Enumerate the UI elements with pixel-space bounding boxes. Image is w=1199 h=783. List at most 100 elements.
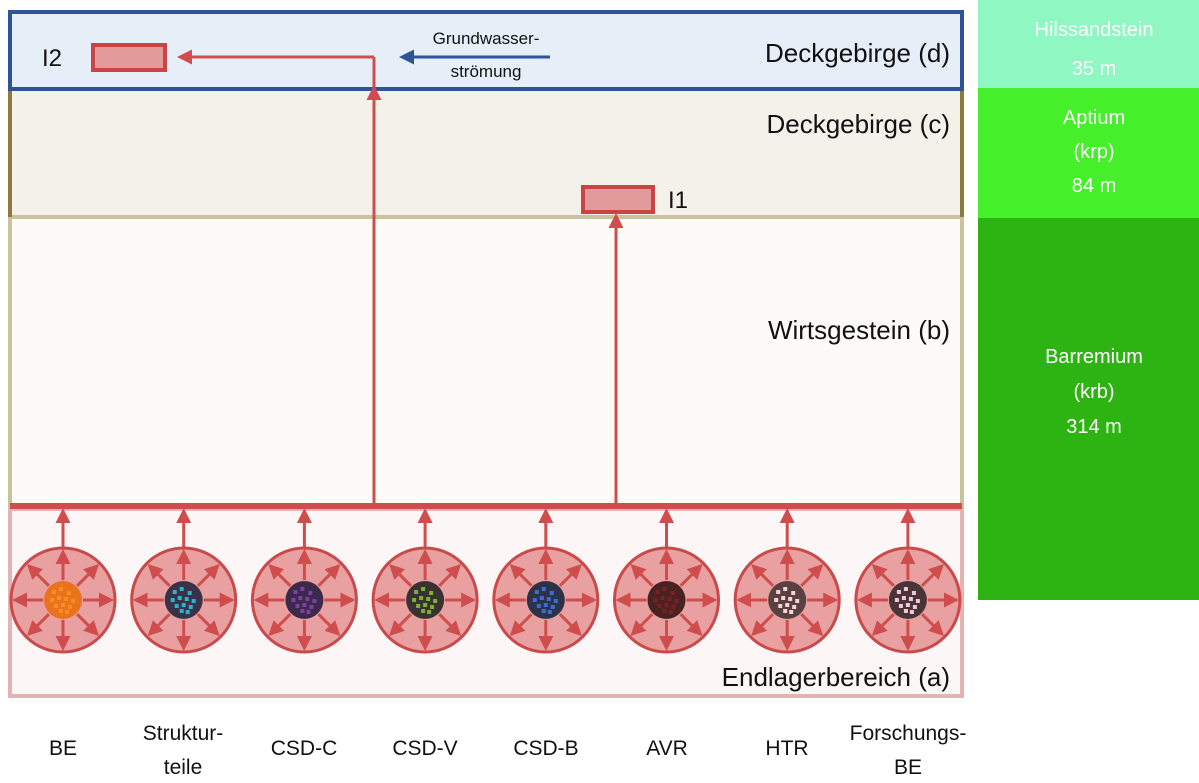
radial-release-arrow bbox=[268, 563, 292, 587]
radial-release-arrow bbox=[317, 613, 341, 637]
layer-d-overburden bbox=[8, 10, 964, 91]
container-6 bbox=[613, 508, 720, 654]
waste-particle bbox=[532, 598, 537, 602]
waste-particle bbox=[911, 591, 916, 595]
radial-release-arrow bbox=[751, 563, 775, 587]
container-core bbox=[44, 581, 82, 619]
waste-particle bbox=[293, 590, 298, 594]
stratum-aptium-box bbox=[978, 88, 1199, 218]
container-7 bbox=[733, 508, 841, 654]
category-label-htr: HTR bbox=[765, 737, 808, 760]
waste-particle bbox=[903, 587, 908, 591]
waste-particle bbox=[412, 598, 417, 602]
waste-particle bbox=[59, 609, 63, 613]
radial-release-arrow bbox=[751, 613, 775, 637]
waste-particle bbox=[546, 597, 551, 601]
waste-particle bbox=[50, 598, 54, 602]
container-3 bbox=[250, 508, 358, 654]
stratum-aptium-name: Aptium bbox=[1063, 107, 1125, 129]
waste-particle bbox=[185, 610, 190, 614]
groundwater-label-line2: strömung bbox=[451, 62, 522, 81]
waste-particle bbox=[901, 596, 906, 600]
radial-release-arrow bbox=[268, 613, 292, 637]
waste-particle bbox=[172, 590, 177, 594]
waste-particle bbox=[309, 605, 314, 609]
waste-particle bbox=[430, 605, 435, 609]
radial-release-arrow bbox=[26, 613, 50, 637]
waste-particle bbox=[783, 587, 788, 591]
radial-release-arrow bbox=[26, 563, 50, 587]
waste-particle bbox=[553, 599, 558, 603]
waste-particle bbox=[300, 609, 305, 613]
waste-particle bbox=[896, 590, 901, 594]
container-core bbox=[888, 581, 927, 619]
strata-column: Hilssandstein 35 m Aptium (krp) 84 m Bar… bbox=[978, 0, 1199, 600]
radial-release-arrow bbox=[196, 613, 220, 637]
waste-particle bbox=[308, 591, 313, 595]
waste-particle bbox=[674, 599, 679, 603]
waste-particle bbox=[655, 590, 660, 594]
waste-particle bbox=[191, 599, 196, 603]
waste-particle bbox=[783, 609, 788, 613]
marker-i1-label: I1 bbox=[668, 187, 688, 214]
waste-particle bbox=[426, 597, 431, 601]
waste-particle bbox=[302, 603, 307, 607]
layer-a-label: Endlagerbereich (a) bbox=[722, 662, 950, 692]
waste-particle bbox=[547, 610, 552, 614]
container-1 bbox=[9, 508, 117, 654]
radial-release-arrow bbox=[558, 613, 582, 637]
waste-particle bbox=[774, 598, 779, 602]
radial-release-arrow bbox=[196, 563, 220, 587]
waste-particle bbox=[291, 598, 296, 602]
radial-release-arrow bbox=[389, 613, 413, 637]
groundwater-label-line1: Grundwasser- bbox=[433, 29, 540, 48]
radial-release-arrow bbox=[558, 563, 582, 587]
waste-particle bbox=[653, 598, 658, 602]
category-label-forschungs-be-1: Forschungs- bbox=[850, 722, 967, 745]
container-4 bbox=[371, 508, 479, 654]
stratum-aptium-thickness: 84 m bbox=[1072, 175, 1116, 197]
container-core bbox=[526, 581, 565, 619]
waste-particle bbox=[898, 604, 903, 608]
radial-release-arrow bbox=[389, 563, 413, 587]
radial-release-arrow bbox=[679, 563, 703, 587]
waste-particle bbox=[421, 587, 426, 591]
waste-particle bbox=[64, 597, 68, 601]
radial-release-arrow bbox=[871, 613, 895, 637]
layer-d-label: Deckgebirge (d) bbox=[765, 38, 950, 68]
radial-release-arrow bbox=[920, 563, 944, 587]
waste-particle bbox=[414, 590, 419, 594]
radial-release-arrow bbox=[438, 613, 462, 637]
waste-particle bbox=[792, 605, 797, 609]
category-label-strukturteile-2: teile bbox=[164, 756, 203, 779]
layer-c-label: Deckgebirge (c) bbox=[766, 109, 950, 139]
waste-particle bbox=[312, 599, 317, 603]
stratum-barremium-name: Barremium bbox=[1045, 346, 1143, 368]
waste-particle bbox=[170, 598, 175, 602]
radial-release-arrow bbox=[679, 613, 703, 637]
waste-particle bbox=[915, 599, 920, 603]
stratum-barremium-box bbox=[978, 218, 1199, 600]
radial-release-arrow bbox=[800, 563, 824, 587]
waste-particle bbox=[181, 603, 186, 607]
waste-particle bbox=[795, 599, 800, 603]
radial-release-arrow bbox=[147, 563, 171, 587]
waste-particle bbox=[52, 590, 56, 594]
waste-particle bbox=[543, 603, 548, 607]
waste-particle bbox=[65, 610, 69, 614]
category-label-avr: AVR bbox=[646, 737, 688, 760]
stratum-barremium-thickness: 314 m bbox=[1066, 416, 1122, 438]
waste-particle bbox=[295, 604, 300, 608]
waste-particle bbox=[781, 596, 786, 600]
container-core bbox=[164, 581, 203, 619]
layer-b-label: Wirtsgestein (b) bbox=[768, 315, 950, 345]
waste-particle bbox=[660, 596, 665, 600]
waste-particle bbox=[550, 605, 555, 609]
container-5 bbox=[492, 508, 600, 654]
waste-particle bbox=[785, 603, 790, 607]
stratum-hilssandstein-thickness: 35 m bbox=[1072, 58, 1116, 80]
waste-particle bbox=[657, 604, 662, 608]
waste-particle bbox=[433, 599, 438, 603]
waste-particle bbox=[908, 597, 913, 601]
